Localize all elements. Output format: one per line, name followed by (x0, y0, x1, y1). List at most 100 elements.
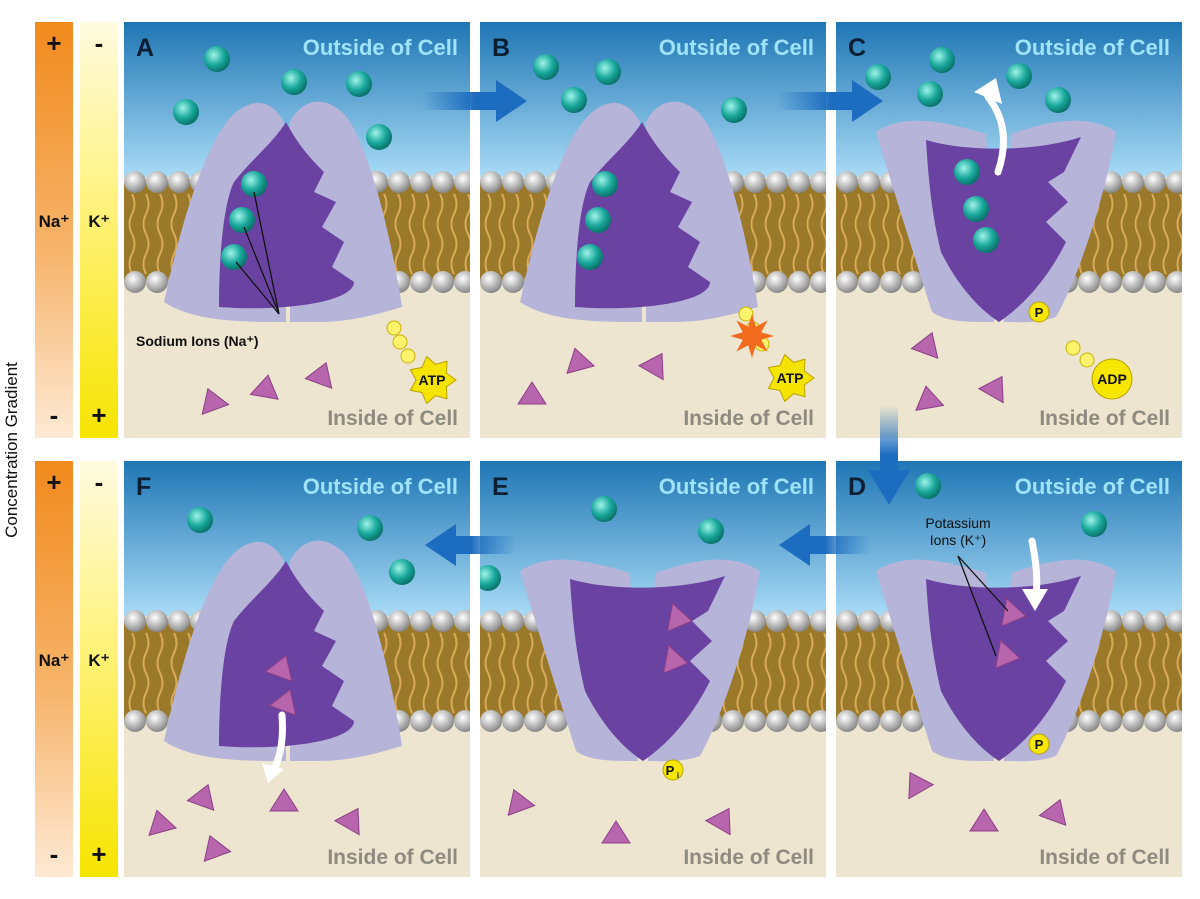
sodium-ion (173, 99, 199, 125)
sodium-ion (595, 59, 621, 85)
potassium-ion (908, 771, 935, 800)
potassium-ion (304, 361, 333, 389)
sodium-ion (187, 507, 213, 533)
sodium-potassium-pump (164, 540, 402, 761)
outside-of-cell-label: Outside of Cell (303, 35, 458, 60)
phosphate-label: P (1035, 305, 1044, 320)
na-plus-sign: + (46, 28, 62, 58)
potassium-gradient-bar-top: - K⁺ + (80, 22, 118, 438)
ion-movement-arrow (1022, 537, 1048, 611)
outside-of-cell-label: Outside of Cell (659, 474, 814, 499)
atp-label: ATP (777, 370, 804, 386)
sodium-ion (357, 515, 383, 541)
sodium-ion (1045, 87, 1071, 113)
sodium-gradient-bar-top: + Na⁺ - (35, 22, 73, 438)
inside-of-cell-label: Inside of Cell (1039, 407, 1170, 430)
na-minus-sign: - (49, 400, 59, 430)
sodium-ions-label: Sodium Ions (Na⁺) (136, 333, 259, 349)
sodium-ion (241, 171, 267, 197)
outside-of-cell-label: Outside of Cell (1015, 35, 1170, 60)
sodium-ion (281, 69, 307, 95)
adp-molecule: ADP (1091, 358, 1133, 400)
potassium-ions-label-line2: Ions (K⁺) (930, 532, 986, 548)
atp-hydrolysis-burst (730, 314, 774, 358)
outside-of-cell-label: Outside of Cell (659, 35, 814, 60)
potassium-ion (566, 347, 596, 375)
potassium-ion (186, 783, 215, 811)
sodium-potassium-pump (520, 101, 758, 323)
potassium-ion (637, 352, 664, 381)
na-minus-sign: - (49, 839, 59, 869)
potassium-ion (269, 788, 299, 812)
sodium-potassium-pump (164, 101, 402, 323)
sodium-ion (389, 559, 415, 585)
phosphate-label: P (666, 763, 675, 778)
potassium-ion (333, 807, 360, 836)
phosphate-group (400, 348, 416, 364)
sodium-ion (721, 97, 747, 123)
sodium-ion (929, 47, 955, 73)
adp-label: ADP (1097, 371, 1127, 387)
potassium-ion (977, 375, 1004, 404)
sodium-ion (577, 244, 603, 270)
sodium-ion (204, 46, 230, 72)
k-minus-sign: - (94, 28, 104, 58)
atp-molecule: ATP (767, 353, 815, 403)
panel-letter: D (848, 473, 866, 501)
phosphate-group (392, 334, 408, 350)
sodium-ion (1081, 511, 1107, 537)
inside-of-cell-label: Inside of Cell (683, 846, 814, 869)
inside-of-cell-label: Inside of Cell (327, 846, 458, 869)
potassium-ion (517, 381, 547, 405)
k-label: K⁺ (88, 212, 110, 231)
sodium-potassium-pump (876, 559, 1116, 762)
phosphate-group (1065, 340, 1081, 356)
arrow-a-to-b (422, 80, 527, 122)
phosphate-group (738, 306, 754, 322)
ion-movement-arrow (262, 711, 286, 783)
phosphate-subscript: i (677, 771, 679, 780)
arrow-e-to-f (425, 524, 516, 566)
sodium-ion (533, 54, 559, 80)
potassium-ion (1038, 798, 1067, 826)
sodium-ion (698, 518, 724, 544)
sodium-ion (1006, 63, 1032, 89)
pump-binding-cavity (926, 576, 1081, 761)
sodium-ion (865, 64, 891, 90)
sodium-ion (591, 496, 617, 522)
k-minus-sign: - (94, 467, 104, 497)
na-label: Na⁺ (38, 212, 70, 231)
na-plus-sign: + (46, 467, 62, 497)
ion-movement-arrow (974, 78, 1007, 176)
sodium-ion (954, 159, 980, 185)
potassium-ion (264, 654, 293, 682)
potassium-ion (915, 385, 945, 411)
phosphate-badge: P (1028, 733, 1050, 755)
potassium-ion (995, 639, 1021, 669)
sodium-ion (221, 244, 247, 270)
sodium-callout-lines (235, 191, 280, 315)
sodium-ion (561, 87, 587, 113)
k-plus-sign: + (91, 839, 107, 869)
potassium-callout-lines (957, 555, 1009, 657)
atp-molecule: ATP (409, 355, 457, 405)
k-plus-sign: + (91, 400, 107, 430)
potassium-ion (148, 809, 178, 837)
sodium-ion (592, 171, 618, 197)
atp-label: ATP (419, 372, 446, 388)
arrow-b-to-c (778, 80, 883, 122)
sodium-ion (346, 71, 372, 97)
phosphate-badge: P (1028, 301, 1050, 323)
panel-letter: F (136, 473, 151, 501)
potassium-ion (910, 331, 939, 359)
panel-letter: A (136, 34, 154, 62)
